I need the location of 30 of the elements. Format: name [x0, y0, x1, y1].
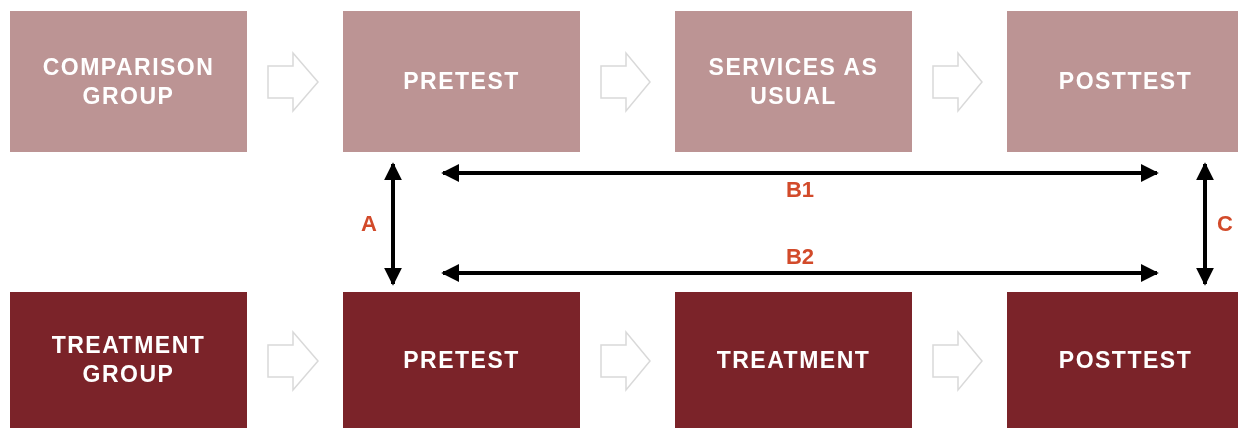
box-label: POSTTEST [1058, 67, 1193, 96]
process-box [675, 11, 912, 152]
edge-label: A [361, 212, 377, 236]
box-label: TREATMENT [716, 345, 871, 375]
edge-label: B1 [785, 178, 815, 202]
box-label: PRETEST [403, 67, 520, 96]
edge-label: B2 [785, 245, 815, 269]
process-box [1007, 292, 1238, 428]
box-label: PRETEST [403, 345, 520, 375]
process-box [10, 292, 247, 428]
process-box [675, 292, 912, 428]
process-box [1007, 11, 1238, 152]
edge-label: C [1217, 212, 1233, 236]
box-label: SERVICES AS USUAL [707, 52, 880, 111]
box-label: COMPARISON GROUP [41, 52, 216, 111]
block-arrow [600, 329, 651, 393]
double-arrow [441, 164, 1159, 182]
block-arrow [600, 50, 651, 114]
process-box [10, 11, 247, 152]
double-arrow [441, 264, 1159, 282]
box-label: POSTTEST [1058, 345, 1193, 375]
block-arrow [932, 50, 983, 114]
process-box [343, 11, 580, 152]
double-arrow [1196, 162, 1214, 286]
box-label: TREATMENT GROUP [50, 331, 207, 389]
block-arrow [267, 330, 319, 392]
block-arrow [267, 51, 319, 113]
double-arrow [384, 162, 402, 286]
process-box [343, 292, 580, 428]
block-arrow [932, 329, 983, 393]
